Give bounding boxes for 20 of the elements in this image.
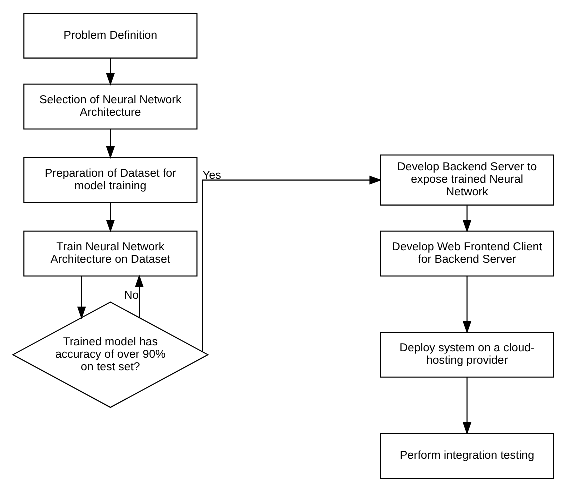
arrow bbox=[134, 274, 144, 318]
node-box: Develop Web Frontend Client for Backend Server bbox=[380, 230, 554, 276]
node-box: Problem Definition bbox=[23, 12, 198, 58]
node-box: Preparation of Dataset for model training bbox=[23, 156, 198, 203]
arrow bbox=[106, 58, 115, 86]
arrow bbox=[106, 202, 115, 232]
node-box: Develop Backend Server to expose trained Neural Network bbox=[380, 154, 554, 206]
node-box: Selection of Neural Network Architecture bbox=[23, 83, 198, 130]
arrow bbox=[462, 205, 472, 232]
node-box: Deploy system on a cloud-hosting provider bbox=[380, 332, 554, 378]
node-box: Perform integration testing bbox=[380, 432, 554, 479]
arrow bbox=[462, 376, 472, 434]
arrow bbox=[202, 175, 382, 352]
arrow bbox=[462, 276, 472, 334]
node-diamond: Trained model has accuracy of over 90% on test set? bbox=[12, 301, 209, 408]
node-box: Train Neural Network Architecture on Dataset bbox=[23, 230, 198, 276]
edge-label: Yes bbox=[202, 170, 221, 182]
arrow bbox=[106, 128, 115, 159]
edge-label: No bbox=[124, 290, 139, 302]
arrow bbox=[76, 276, 86, 319]
